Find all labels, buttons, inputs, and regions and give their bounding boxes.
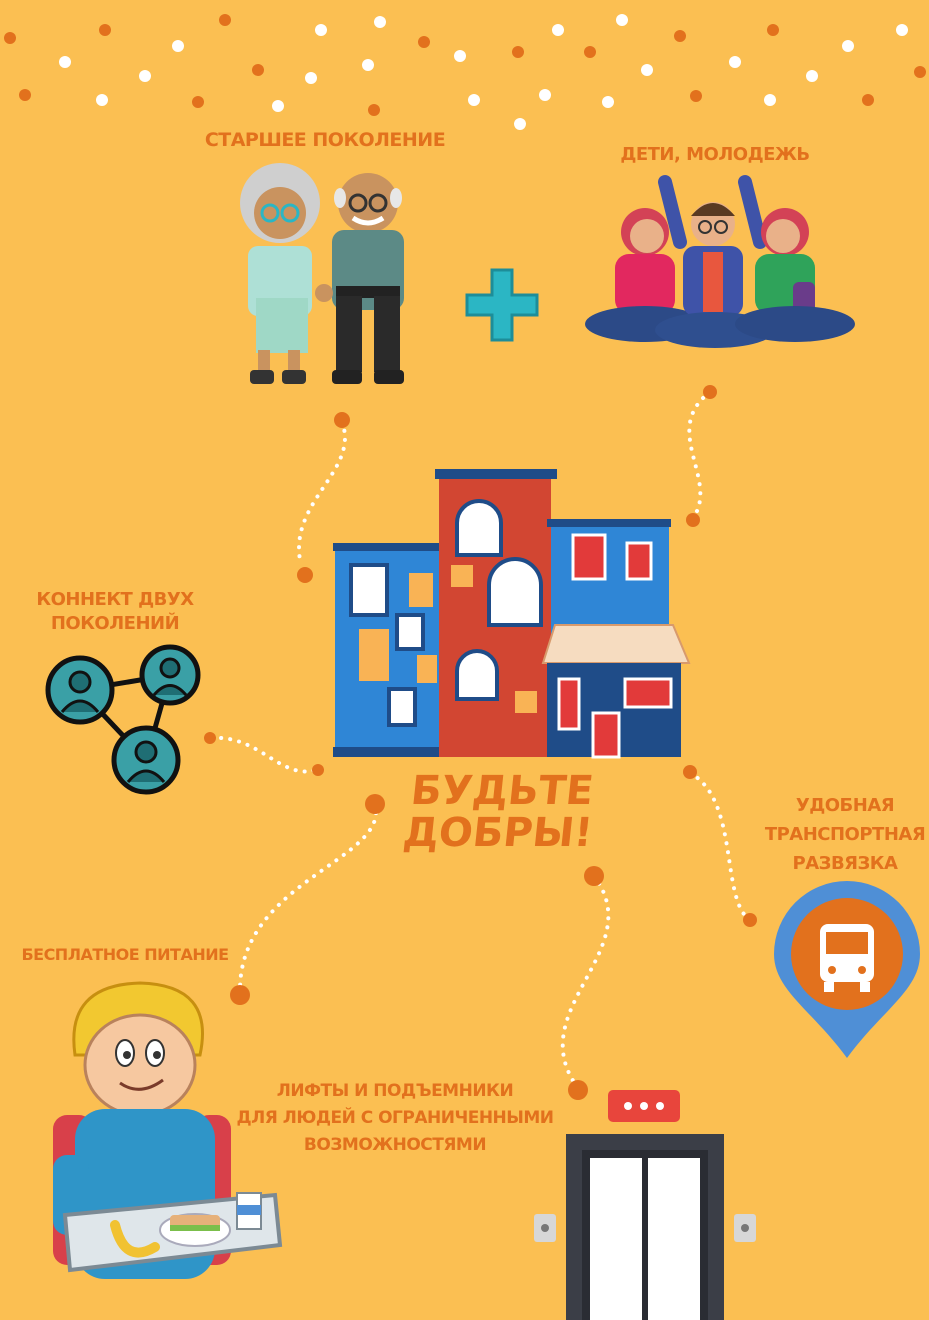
elderly-couple-icon — [240, 163, 404, 384]
connect-label-line1: КОННЕКТ ДВУХ — [36, 589, 194, 610]
transport-label-line3: РАЗВЯЗКА — [792, 852, 898, 874]
transport-label-line1: УДОБНАЯ — [795, 795, 895, 816]
boy-with-food-tray-icon — [53, 981, 283, 1279]
elder-generation-label: СТАРШЕЕ ПОКОЛЕНИЕ — [204, 129, 446, 151]
confetti-dots — [4, 14, 926, 130]
free-food-label: БЕСПЛАТНОЕ ПИТАНИЕ — [21, 945, 229, 964]
title-line2: ДОБРЫ! — [400, 810, 595, 856]
bus-location-pin-icon — [774, 881, 920, 1058]
youth-label: ДЕТИ, МОЛОДЕЖЬ — [620, 144, 810, 165]
houses-icon — [333, 469, 691, 759]
main-title: БУДЬТЕ ДОБРЫ! — [386, 768, 615, 856]
plus-icon — [465, 268, 539, 342]
connect-label-line2: ПОКОЛЕНИЙ — [50, 613, 180, 635]
title-line1: БУДЬТЕ — [408, 768, 596, 814]
youth-group-icon — [585, 175, 855, 348]
lifts-label: ЛИФТЫ И ПОДЪЕМНИКИ ДЛЯ ЛЮДЕЙ С ОГРАНИЧЕН… — [210, 1078, 580, 1160]
elevator-icon — [534, 1090, 756, 1320]
people-network-icon — [45, 644, 201, 795]
lifts-label-line3: ВОЗМОЖНОСТЯМИ — [303, 1135, 487, 1156]
lifts-label-line1: ЛИФТЫ И ПОДЪЕМНИКИ — [276, 1081, 514, 1101]
connect-generations-label: КОННЕКТ ДВУХ ПОКОЛЕНИЙ — [20, 588, 210, 637]
lifts-label-line2: ДЛЯ ЛЮДЕЙ С ОГРАНИЧЕННЫМИ — [236, 1108, 554, 1129]
transport-label: УДОБНАЯ ТРАНСПОРТНАЯ РАЗВЯЗКА — [745, 792, 929, 878]
transport-label-line2: ТРАНСПОРТНАЯ — [764, 823, 926, 845]
